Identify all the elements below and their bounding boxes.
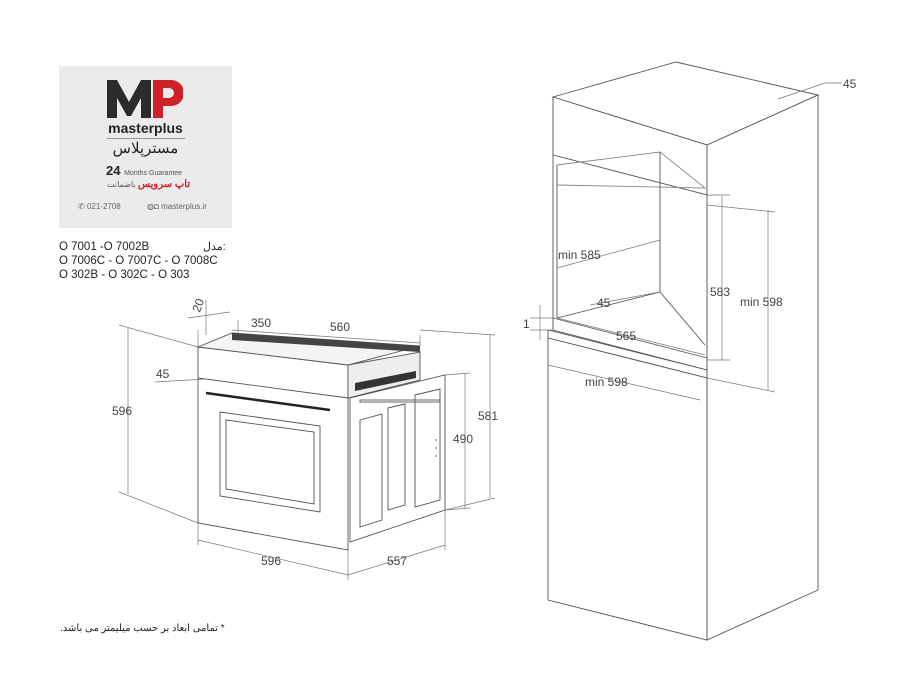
phone-number: 021-2708 bbox=[86, 202, 121, 211]
mp-logo-mark bbox=[107, 80, 183, 118]
brand-logo-card: masterplus مسترپلاس 24 Months Guarantee … bbox=[59, 66, 232, 228]
dim-width-top: 560 bbox=[330, 320, 350, 334]
model-list: O 7001 -O 7002B O 7006C - O 7007C - O 70… bbox=[59, 240, 218, 282]
dim-min-height: min 598 bbox=[740, 295, 783, 309]
dim-height-left: 596 bbox=[112, 404, 132, 418]
service-prefix: باضمانت bbox=[107, 180, 136, 189]
phone-icon: ✆ bbox=[78, 202, 85, 211]
units-note: * تمامی ابعاد بر حسب میلیمتر می باشد. bbox=[60, 623, 225, 634]
dim-min-width: min 598 bbox=[585, 375, 628, 389]
oven-drawing bbox=[196, 332, 446, 551]
dim-opening-width: 565 bbox=[616, 329, 636, 343]
dim-door-offset: 45 bbox=[156, 367, 170, 381]
dim-top-offset: 20 bbox=[189, 296, 207, 314]
dim-depth-bottom: 557 bbox=[387, 554, 407, 568]
globe-icon: ◍ bbox=[147, 202, 154, 211]
guarantee-text: Months Guarantee bbox=[124, 170, 183, 177]
cabinet-dimension-labels: 45 min 585 583 min 598 45 1 565 min 598 bbox=[523, 77, 857, 389]
cabinet-dimension-lines bbox=[530, 82, 842, 401]
website-text: masterplus.ir bbox=[161, 202, 207, 211]
phone: ✆ 021-2708 bbox=[78, 202, 121, 211]
website: ◍◘ masterplus.ir bbox=[147, 202, 207, 211]
oven-dimension-lines bbox=[118, 300, 496, 580]
oven-dimension-labels: 20 350 560 45 596 581 490 596 557 bbox=[112, 296, 498, 568]
brand-name-fa: مسترپلاس bbox=[112, 140, 179, 157]
dim-height-right: 581 bbox=[478, 409, 498, 423]
dim-top-thickness: 45 bbox=[843, 77, 857, 91]
dim-rear-gap: 45 bbox=[597, 296, 611, 310]
divider bbox=[107, 138, 185, 139]
dim-opening-height: 583 bbox=[710, 285, 730, 299]
model-label: مدل: bbox=[203, 241, 226, 253]
instagram-icon: ◘ bbox=[153, 202, 159, 211]
brand-name: masterplus bbox=[108, 120, 183, 136]
service-name: تاپ سرویس bbox=[137, 179, 191, 190]
dim-width-bottom: 596 bbox=[261, 554, 281, 568]
dim-depth-top: 350 bbox=[251, 316, 271, 330]
model-line: O 302B - O 302C - O 303 bbox=[59, 269, 190, 281]
guarantee-number: 24 bbox=[106, 163, 121, 178]
model-line: O 7001 -O 7002B bbox=[59, 241, 150, 253]
dim-gap: 1 bbox=[523, 317, 530, 331]
guarantee: 24 Months Guarantee bbox=[106, 163, 182, 178]
model-line: O 7006C - O 7007C - O 7008C bbox=[59, 255, 218, 267]
cabinet-drawing bbox=[547, 61, 820, 641]
service-line: تاپ سرویس باضمانت bbox=[107, 179, 190, 190]
dim-body-height: 490 bbox=[453, 432, 473, 446]
dim-min-depth: min 585 bbox=[558, 248, 601, 262]
